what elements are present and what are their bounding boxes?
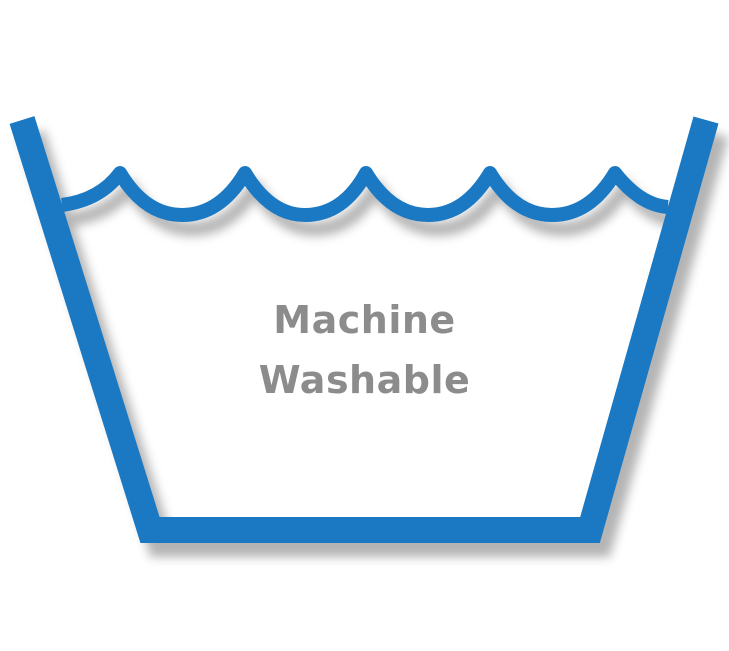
label-line-2: Washable	[258, 358, 471, 402]
label-line-1: Machine	[273, 298, 456, 342]
water-waves	[60, 166, 669, 222]
tub-outline	[9, 116, 719, 543]
